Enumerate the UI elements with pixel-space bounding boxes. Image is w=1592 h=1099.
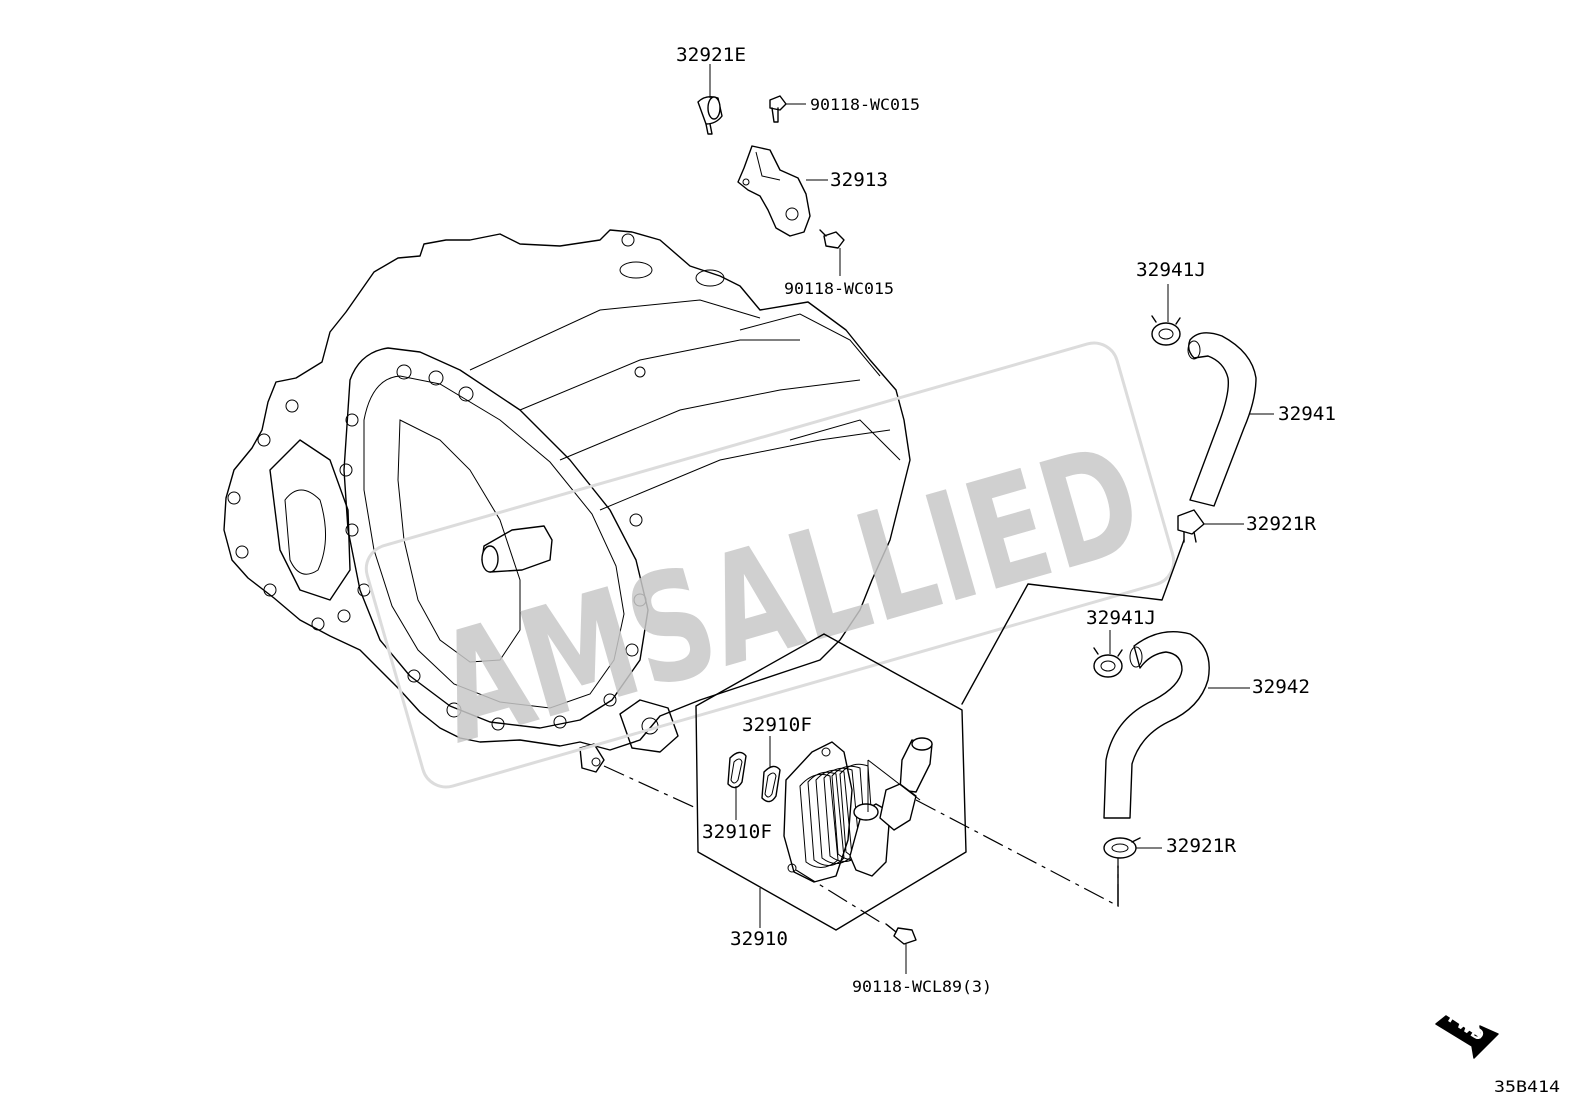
- bolt-mid: [819, 229, 845, 249]
- hose-32941: [1187, 332, 1257, 507]
- clip-32921r-upper: [1177, 509, 1205, 543]
- label-32910f-lower: 32910F: [702, 821, 772, 843]
- label-32941: 32941: [1278, 403, 1336, 425]
- part-labels: 32921E 90118-WC015 32913 90118-WC015 329…: [676, 44, 1336, 996]
- bolt-bottom: [885, 923, 917, 945]
- label-32941j-lower: 32941J: [1086, 607, 1156, 629]
- clip-32941j-upper: [1151, 315, 1181, 346]
- bracket-32913: [737, 145, 811, 237]
- label-32910: 32910: [730, 928, 788, 950]
- gasket-32910f-a: [727, 751, 747, 789]
- hose-32942: [1103, 631, 1210, 819]
- oil-cooler-32910: [783, 737, 933, 883]
- clip-32921r-lower: [1103, 837, 1141, 859]
- label-bolt-mid: 90118-WC015: [784, 279, 894, 298]
- label-32921r-upper: 32921R: [1246, 513, 1317, 535]
- bolt-top: [769, 95, 787, 123]
- clip-32941j-lower: [1093, 647, 1123, 678]
- fwd-arrow-icon: FWD: [1435, 1008, 1499, 1059]
- diagram-code: 35B414: [1494, 1077, 1560, 1096]
- label-32941j-upper: 32941J: [1136, 259, 1206, 281]
- clamp-32921e: [697, 95, 723, 135]
- label-32921e: 32921E: [676, 44, 746, 66]
- label-bolt-top: 90118-WC015: [810, 95, 920, 114]
- label-32921r-lower: 32921R: [1166, 835, 1237, 857]
- gasket-32910f-b: [761, 765, 781, 803]
- label-32942: 32942: [1252, 676, 1310, 698]
- label-bolt-bottom: 90118-WCL89(3): [852, 977, 992, 996]
- cooler-assembly-box: [695, 633, 967, 931]
- label-32910f-upper: 32910F: [742, 714, 812, 736]
- connector-lines: [603, 64, 1274, 974]
- label-32913: 32913: [830, 169, 888, 191]
